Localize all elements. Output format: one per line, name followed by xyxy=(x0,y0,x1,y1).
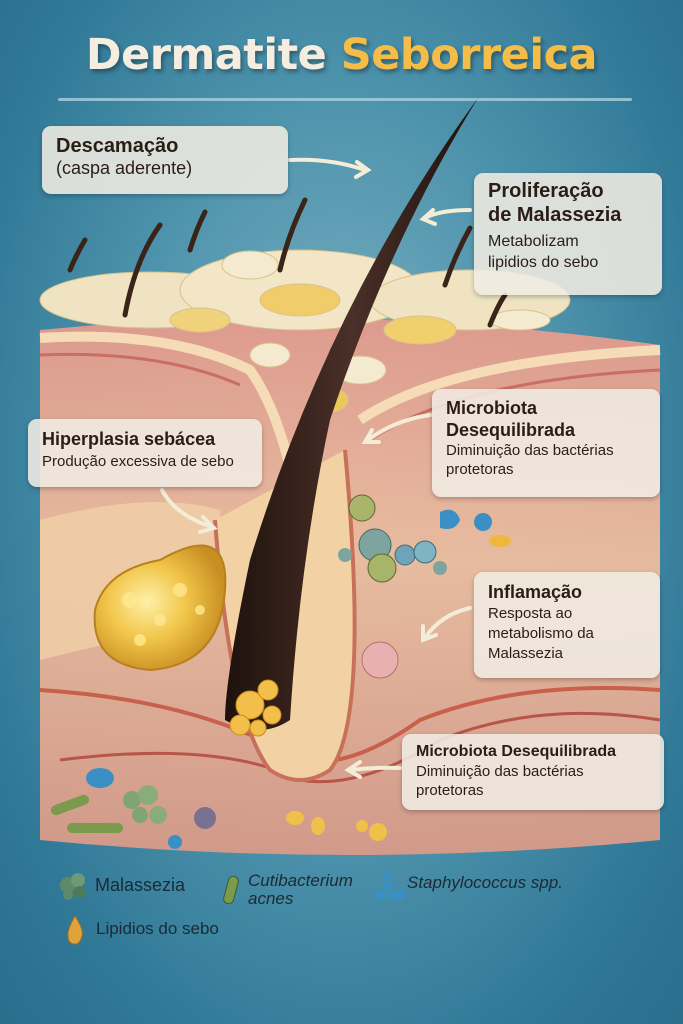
legend-item-cutibacterium: Cutibacterium acnes xyxy=(248,872,353,908)
callout-heading-line1: Proliferação xyxy=(488,180,604,202)
malassezia-cluster-icon xyxy=(60,873,86,900)
legend-icons xyxy=(60,872,405,945)
callout-heading: Inflamação xyxy=(488,582,583,602)
callout-heading: Descamação xyxy=(56,135,179,157)
callout-arrows xyxy=(160,157,472,779)
callout-text: (caspa aderente) xyxy=(56,158,193,178)
title-word-seborreica: Seborreica xyxy=(340,30,598,80)
callout-text-line1: Metabolizam xyxy=(488,233,579,250)
title-divider xyxy=(58,98,632,101)
callout-text-line1: Diminuição das bactérias xyxy=(446,442,614,459)
microbe-cluster-right xyxy=(338,494,511,679)
arrow-descamacao xyxy=(288,157,367,172)
legend-label-line2: acnes xyxy=(248,889,294,908)
callout-text-line1: Resposta ao xyxy=(488,605,573,622)
legend-item-staphylococcus: Staphylococcus spp. xyxy=(407,874,563,892)
callout-heading-line1: Microbiota xyxy=(446,398,538,418)
arrow-hiperplasia xyxy=(160,488,214,529)
callout-proliferacao-malassezia: Proliferação de Malassezia Metabolizam l… xyxy=(474,173,662,295)
small-hairs xyxy=(67,197,508,328)
legend-label: Malassezia xyxy=(95,875,186,895)
legend-label: Lipidios do sebo xyxy=(96,919,219,938)
callout-microbiota-desequilibrada-lower: Microbiota Desequilibrada Diminuição das… xyxy=(402,734,664,810)
callout-hiperplasia-sebacea: Hiperplasia sebácea Produção excessiva d… xyxy=(28,419,262,487)
callout-text-line2: metabolismo da xyxy=(488,625,594,642)
arrow-microbiota2 xyxy=(348,765,402,772)
legend-item-malassezia: Malassezia xyxy=(95,875,185,896)
callout-text-line2: lipidios do sebo xyxy=(488,254,599,271)
lipid-droplet-icon xyxy=(67,915,83,945)
hair-bulb xyxy=(229,679,282,737)
legend-label: Staphylococcus spp. xyxy=(407,873,563,892)
callout-descamacao: Descamação (caspa aderente) xyxy=(42,126,288,194)
callout-inflamacao: Inflamação Resposta ao metabolismo da Ma… xyxy=(474,572,660,678)
page-title: Dermatite Seborreica xyxy=(0,30,683,80)
cocci-cluster-icon xyxy=(375,872,405,901)
microbe-cluster-lower-left xyxy=(50,768,387,849)
callout-text-line1: Diminuição das bactérias xyxy=(416,763,584,780)
legend-label-line1: Cutibacterium xyxy=(248,871,353,890)
callout-heading: Microbiota Desequilibrada xyxy=(416,743,617,760)
callout-text: Produção excessiva de sebo xyxy=(42,453,234,470)
rod-bacterium-icon xyxy=(223,875,239,905)
callout-text-line2: protetoras xyxy=(416,782,484,799)
callout-heading-line2: de Malassezia xyxy=(488,204,622,226)
callout-heading-line2: Desequilibrada xyxy=(446,420,576,440)
callout-text-line2: protetoras xyxy=(446,461,514,478)
callout-text-line3: Malassezia xyxy=(488,645,564,662)
callout-heading: Hiperplasia sebácea xyxy=(42,429,216,449)
sebaceous-gland xyxy=(93,544,227,672)
callout-microbiota-desequilibrada-upper: Microbiota Desequilibrada Diminuição das… xyxy=(432,389,660,497)
title-word-dermatite: Dermatite xyxy=(85,30,327,80)
arrow-inflamacao xyxy=(423,606,472,640)
arrow-microbiota1 xyxy=(366,413,432,442)
legend-item-lipidios: Lipidios do sebo xyxy=(96,919,219,939)
main-hair-shaft xyxy=(225,98,478,730)
